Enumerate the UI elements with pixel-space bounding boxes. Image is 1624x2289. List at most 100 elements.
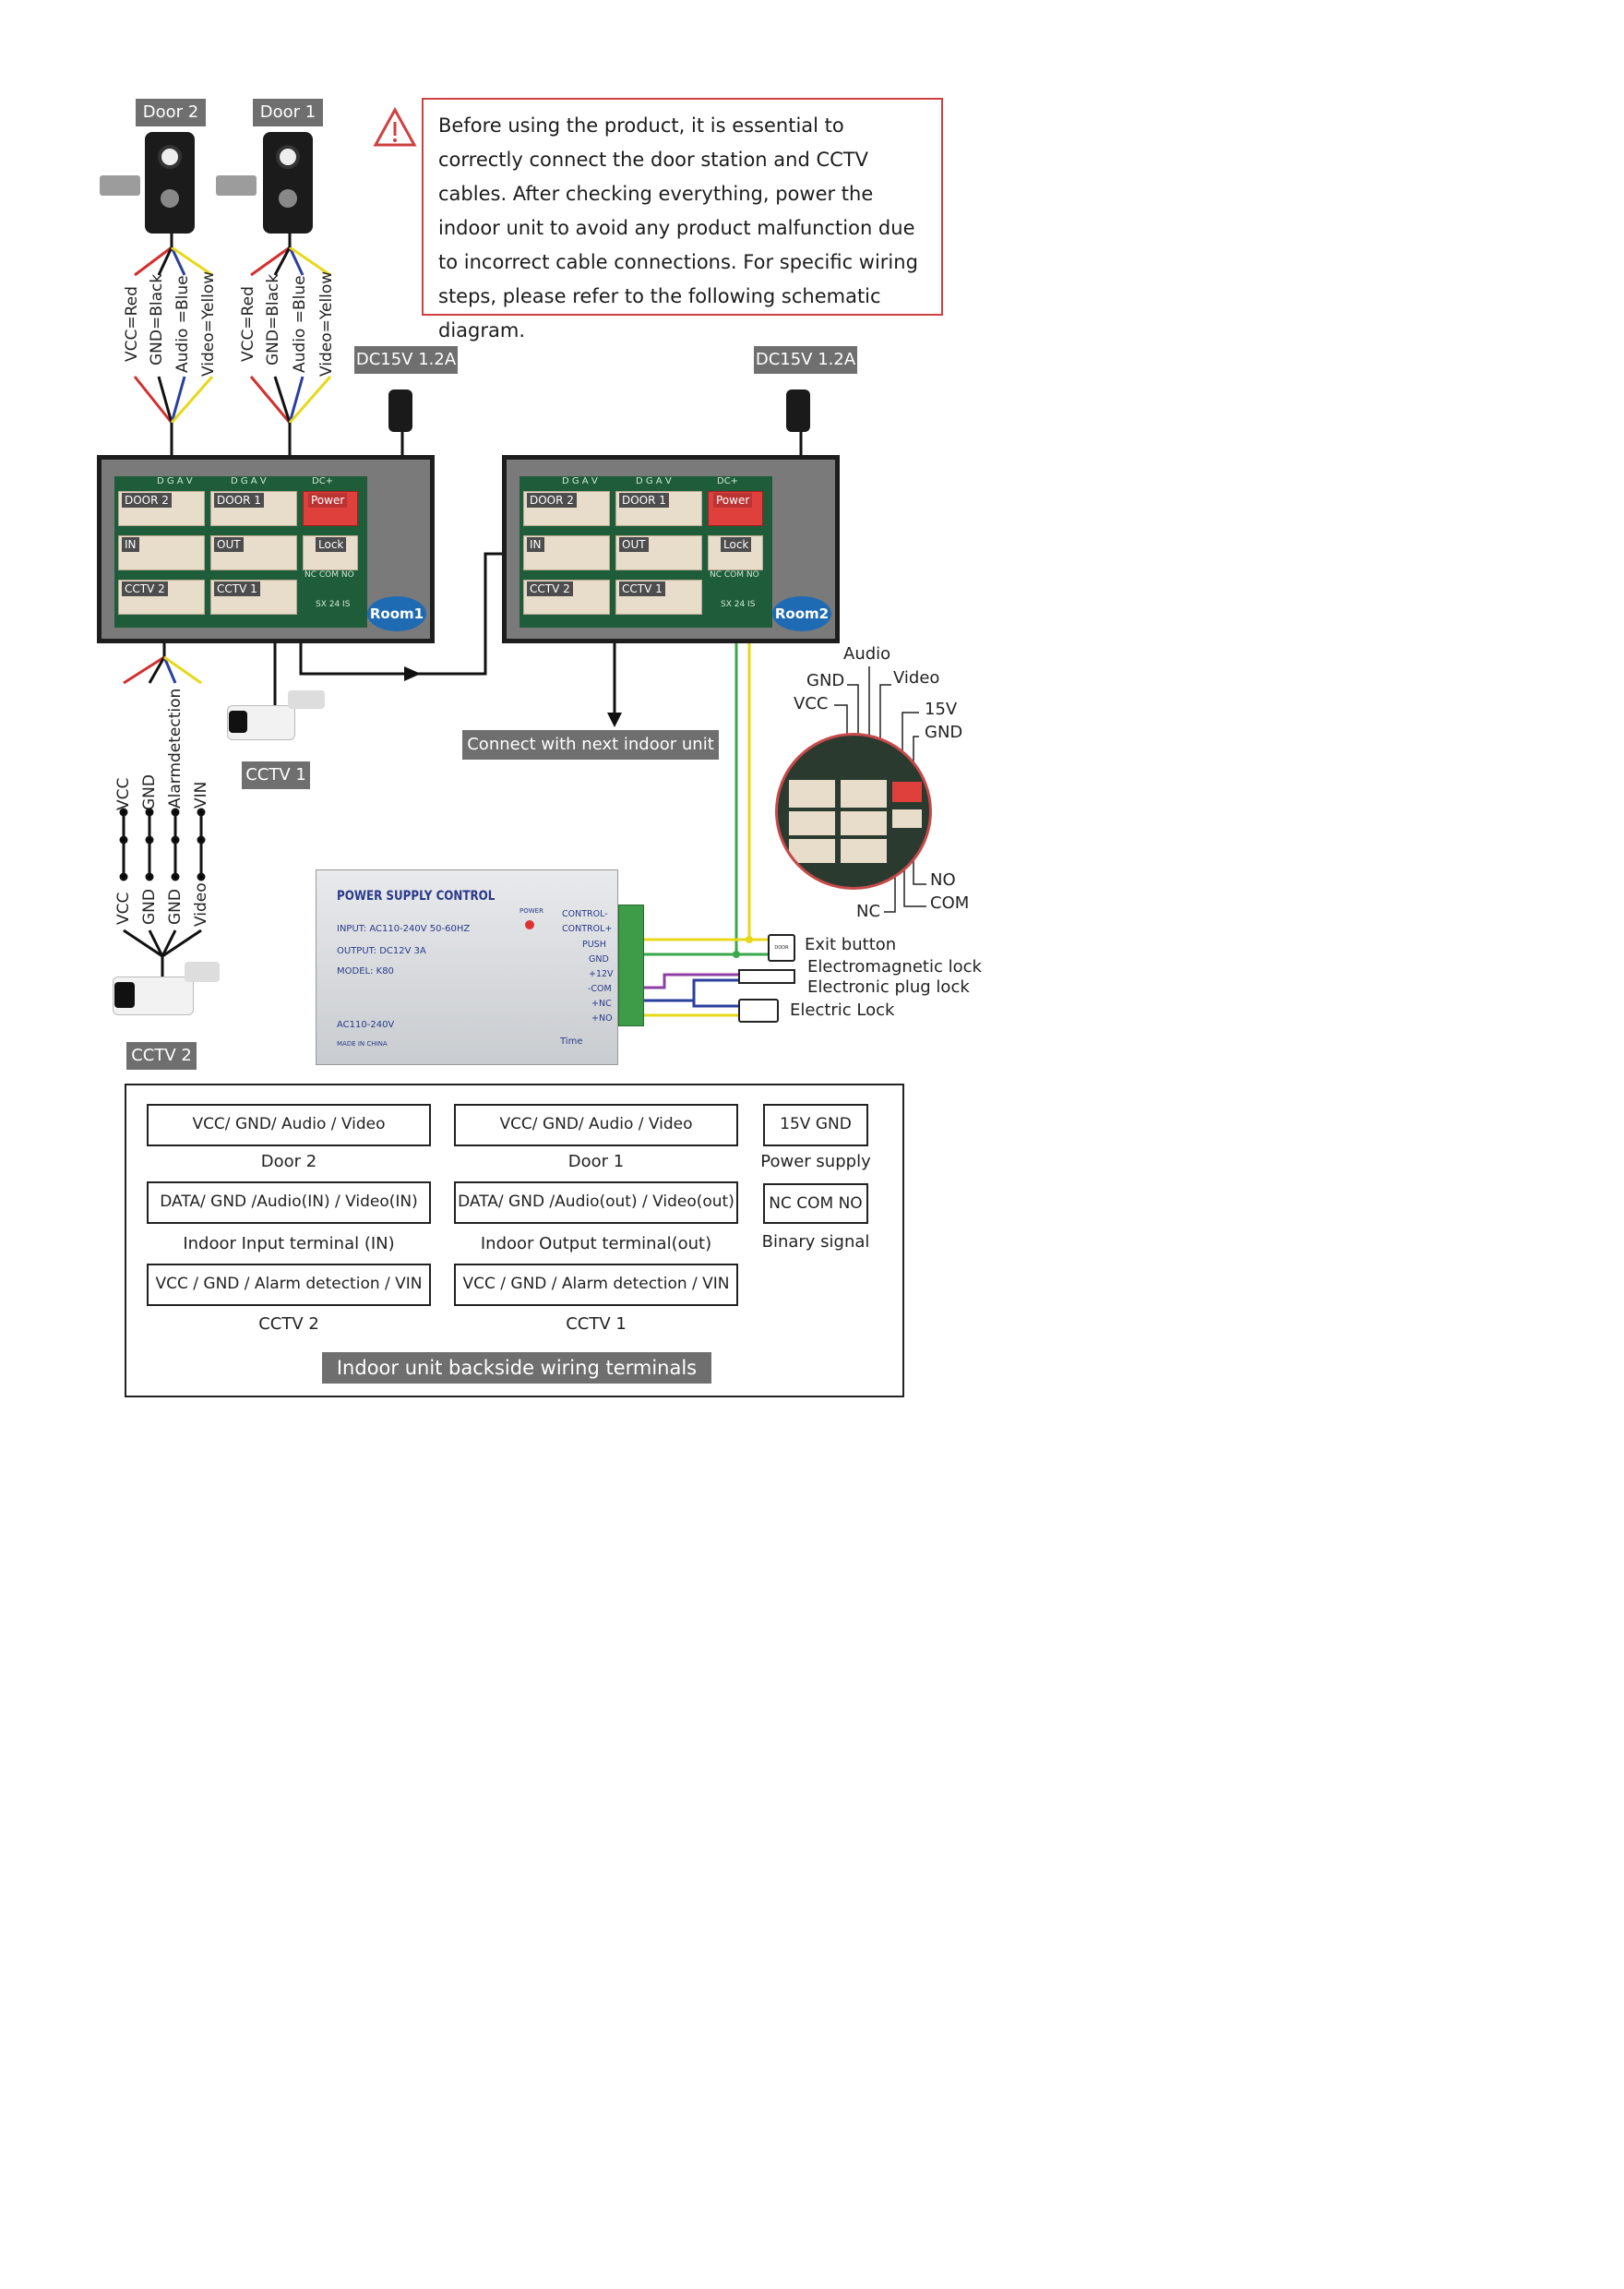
cctv-wire-label-vcc: VCC <box>114 777 133 810</box>
warning-box: Before using the product, it is essentia… <box>422 98 943 342</box>
door2-tag: Door 2 <box>136 99 206 126</box>
nc-com-no-label: NC COM NO <box>710 570 759 580</box>
legend-signal-box: NC COM NO <box>763 1183 868 1224</box>
legend-door1-box: VCC/ GND/ Audio / Video <box>454 1104 738 1146</box>
room1-cctv1-label: CCTV 1 <box>214 581 260 596</box>
room1-badge: Room1 <box>367 596 426 631</box>
nc-com-no-label: NC COM NO <box>304 570 354 580</box>
zoom-label-nc: NC <box>856 902 881 921</box>
sx-label: SX 24 IS <box>316 600 351 609</box>
cctv2-wires-bottom <box>123 929 202 978</box>
psu-ac: AC110-240V <box>337 1020 395 1030</box>
dgav-label: D G A V <box>231 476 267 486</box>
room1-cctv2-label: CCTV 2 <box>122 581 168 596</box>
legend-out-caption: Indoor Output terminal(out) <box>480 1234 712 1253</box>
door2-station <box>145 132 195 234</box>
zoom-label-no: NO <box>930 870 956 890</box>
door2-lock-icon <box>100 175 140 196</box>
room1-power-label: Power <box>308 493 348 508</box>
cctv2-wires-top <box>123 655 202 685</box>
psu-output: OUTPUT: DC12V 3A <box>337 946 426 956</box>
cctv-wire-label-gnd2-bottom: GND <box>166 889 185 925</box>
psu-terminal-3: GND <box>589 954 609 965</box>
room1-out-label: OUT <box>214 537 244 552</box>
room1-door1-label: DOOR 1 <box>214 493 264 508</box>
psu-terminal-6: +NC <box>591 999 612 1009</box>
legend-cctv2-caption: CCTV 2 <box>258 1314 319 1334</box>
psu-terminal-0: CONTROL- <box>562 909 608 919</box>
room2-out-label: OUT <box>619 537 649 552</box>
cctv-wire-label-gnd-bottom: GND <box>140 889 159 925</box>
psu-model: MODEL: K80 <box>337 966 394 977</box>
door1-lock-icon <box>216 175 257 196</box>
psu-terminal-4: +12V <box>589 969 614 979</box>
cctv-wire-label-alarm: Alarmdetection <box>166 688 185 809</box>
camera-bracket-icon <box>288 690 325 709</box>
cctv2-tag: CCTV 2 <box>126 1042 197 1070</box>
next-unit-tag: Connect with next indoor unit <box>462 730 719 760</box>
legend-cctv1-caption: CCTV 1 <box>566 1314 627 1334</box>
electromagnetic-lock-label: Electromagnetic lock <box>807 957 982 977</box>
zoom-label-audio: Audio <box>843 644 891 664</box>
dc-label: DC+ <box>312 476 334 486</box>
adapter1-tag: DC15V 1.2A <box>354 346 458 374</box>
psu-title: POWER SUPPLY CONTROL <box>337 889 496 904</box>
legend-power-box: 15V GND <box>763 1104 868 1146</box>
zoom-connector <box>841 780 887 808</box>
zoom-connector <box>841 811 887 835</box>
wiring-legend: VCC/ GND/ Audio / Video Door 2 VCC/ GND/… <box>125 1084 904 1397</box>
psu-terminal-5: -COM <box>588 984 612 994</box>
zoom-power-connector <box>892 782 922 802</box>
room1-in-label: IN <box>122 537 139 552</box>
door2-wire-label-vcc: VCC=Red <box>123 286 141 362</box>
dgav-label: D G A V <box>636 476 672 486</box>
camera-bracket-icon <box>185 962 220 982</box>
door1-wire-label-vcc: VCC=Red <box>239 286 257 362</box>
psu-output-wires <box>640 938 768 1017</box>
cctv-dotted-lines <box>119 808 206 881</box>
legend-door1-caption: Door 1 <box>567 1152 625 1171</box>
camera-lens-icon <box>114 982 135 1008</box>
psu-time-label: Time <box>560 1037 583 1047</box>
door1-wire-label-gnd: GND=Black <box>264 273 282 366</box>
door1-wire-label-audio: Audio =Blue <box>291 275 309 373</box>
arrow-down <box>607 713 622 727</box>
psu-made: MADE IN CHINA <box>337 1040 388 1048</box>
legend-power-caption: Power supply <box>760 1152 871 1171</box>
legend-out-box: DATA/ GND /Audio(out) / Video(out) <box>454 1181 738 1224</box>
door2-wire-label-gnd: GND=Black <box>148 273 166 366</box>
sx-label: SX 24 IS <box>721 600 756 609</box>
psu-power-label: POWER <box>519 907 543 915</box>
zoom-connector <box>789 811 835 835</box>
psu-terminal-block[interactable] <box>618 905 644 1026</box>
room2-cctv1-label: CCTV 1 <box>619 581 665 596</box>
room1-lock-label: Lock <box>316 537 347 552</box>
cctv-wire-label-vin: VIN <box>192 781 210 809</box>
psu-power-led-icon <box>525 920 534 929</box>
zoom-label-15v: 15V <box>925 700 958 719</box>
dgav-label: D G A V <box>562 476 598 486</box>
cctv-wire-label-vcc-bottom: VCC <box>114 892 133 925</box>
zoom-label-vcc: VCC <box>794 694 829 713</box>
legend-title: Indoor unit backside wiring terminals <box>322 1352 711 1384</box>
room2-power-label: Power <box>713 493 753 508</box>
zoom-label-gnd: GND <box>806 671 845 690</box>
power-adapter-icon <box>388 389 412 432</box>
legend-signal-caption: Binary signal <box>761 1232 870 1252</box>
door1-wires <box>249 231 332 508</box>
room1-in-connector[interactable] <box>118 535 205 570</box>
zoom-connector <box>789 839 835 863</box>
camera-icon <box>276 145 300 169</box>
zoom-connector <box>841 839 887 863</box>
legend-cctv2-box: VCC / GND / Alarm detection / VIN <box>147 1264 431 1306</box>
room2-badge: Room2 <box>772 596 831 631</box>
door2-wire-label-audio: Audio =Blue <box>173 275 192 373</box>
room1-panel: D G A V D G A V DC+ DOOR 2 DOOR 1 Power … <box>97 455 435 643</box>
electric-lock-icon <box>738 999 779 1023</box>
room1-door2-label: DOOR 2 <box>122 493 172 508</box>
exit-button-label: Exit button <box>805 935 897 954</box>
room2-in-label: IN <box>527 537 544 552</box>
zoom-label-gnd2: GND <box>925 723 963 742</box>
electronic-plug-lock-label: Electronic plug lock <box>807 977 970 997</box>
psu-terminal-2: PUSH <box>582 940 606 950</box>
